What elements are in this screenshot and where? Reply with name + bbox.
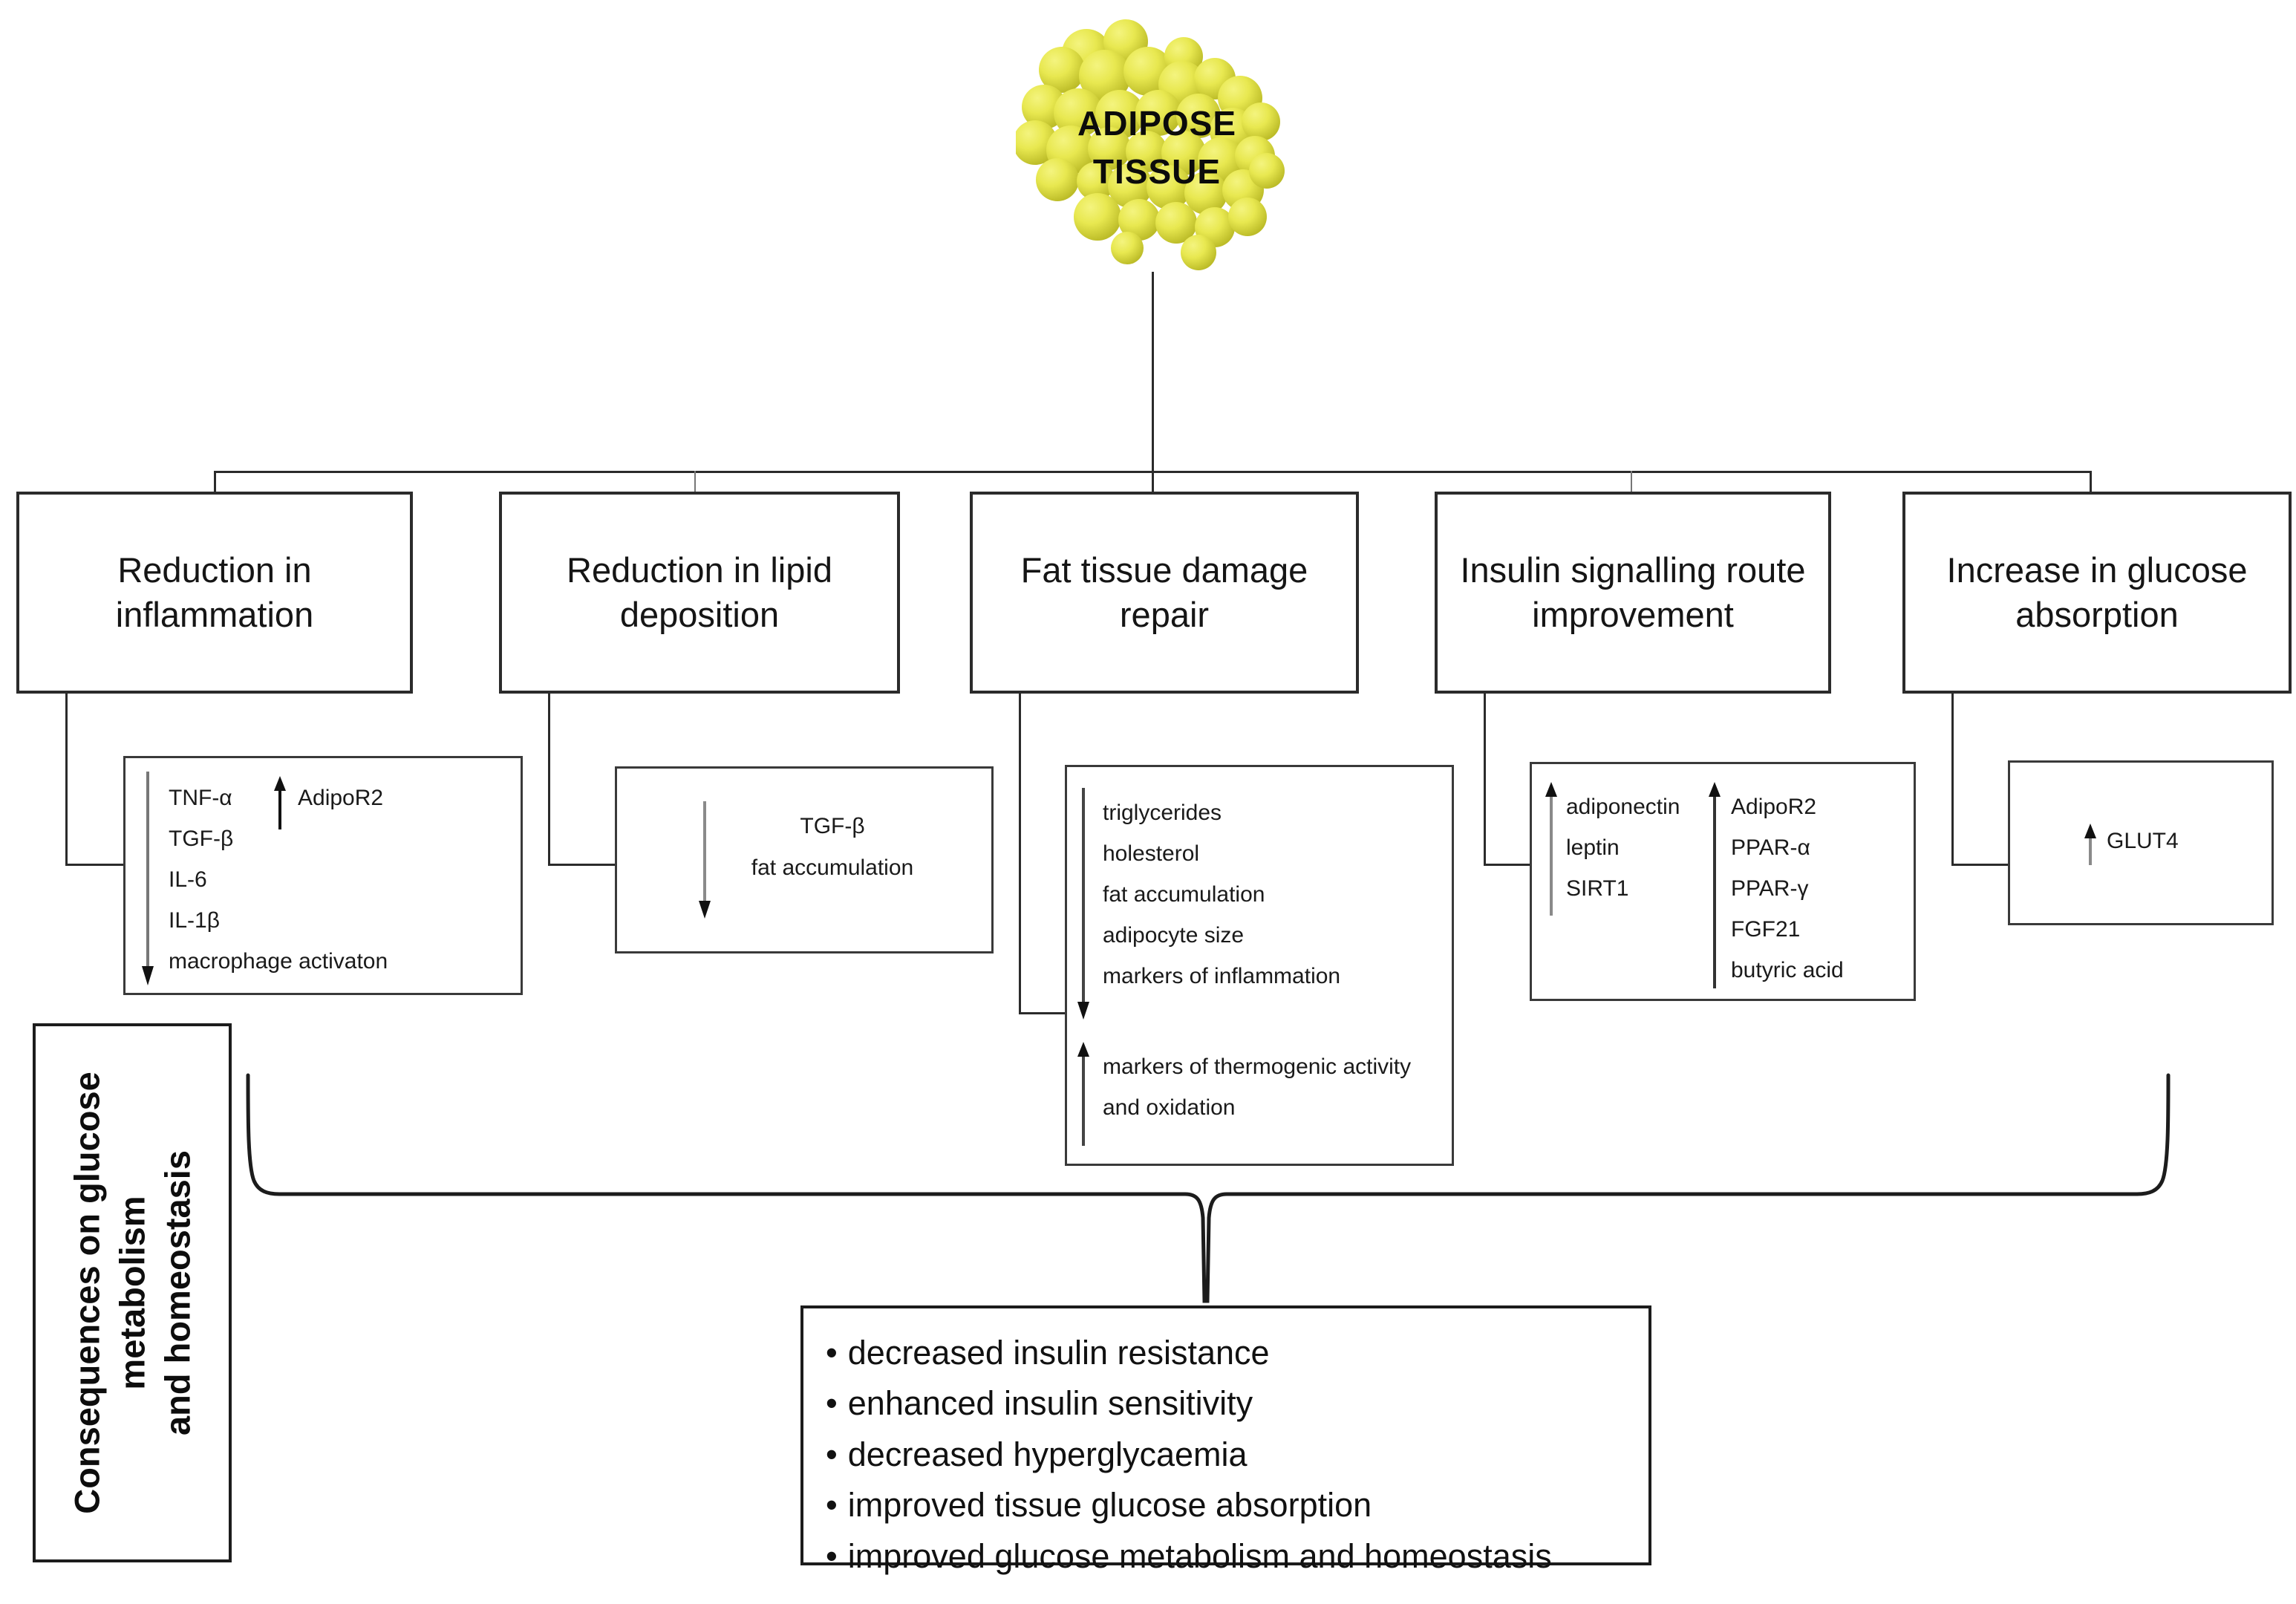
down-arrow-icon	[699, 801, 711, 919]
connector-bus-drop-5	[2090, 471, 2092, 493]
connector-elbow-h-1	[65, 864, 125, 866]
detail-item: adipocyte size	[1103, 922, 1245, 948]
detail-box-lipid-deposition[interactable]: TGF-β fat accumulation	[615, 766, 994, 953]
branch-title-lipid-l1: Reduction in lipid	[567, 550, 832, 590]
connector-elbow-h-2	[548, 864, 616, 866]
branch-title-fat-l1: Fat tissue damage	[1020, 550, 1308, 590]
outcomes-box[interactable]: decreased insulin resistance enhanced in…	[800, 1305, 1651, 1575]
branch-box-inflammation[interactable]: Reduction in inflammation	[16, 492, 413, 694]
detail-item: adiponectin	[1566, 794, 1680, 819]
detail-item: TGF-β	[800, 814, 865, 838]
branch-title-lipid-l2: deposition	[619, 595, 780, 634]
consequences-label-box: Consequences on glucose metabolism and h…	[33, 1023, 232, 1562]
detail-up-list-inflammation: AdipoR2	[298, 777, 383, 818]
outcome-item: improved tissue glucose absorption	[826, 1480, 1648, 1530]
detail-up-list-insulin-col1: adiponectin leptin SIRT1	[1566, 786, 1680, 909]
branch-title-fat-l2: repair	[1119, 595, 1210, 634]
detail-box-glucose-absorption[interactable]: GLUT4	[2008, 760, 2274, 925]
branch-title-insulin-l1: Insulin signalling route	[1460, 550, 1806, 590]
connector-elbow-v-4	[1484, 694, 1486, 865]
detail-down-list-lipid: TGF-β fat accumulation	[721, 806, 944, 889]
branch-title-inflammation: Reduction in inflammation	[19, 495, 410, 691]
connector-bus-drop-3	[1152, 471, 1154, 493]
detail-up-list-insulin-col2: AdipoR2 PPAR-α PPAR-γ FGF21 butyric acid	[1731, 786, 1844, 991]
branch-box-fat-tissue-repair[interactable]: Fat tissue damage repair	[970, 492, 1359, 694]
detail-item: PPAR-γ	[1731, 876, 1809, 901]
adipose-cells-icon	[1016, 19, 1285, 270]
branch-title-fat-repair: Fat tissue damage repair	[973, 495, 1356, 691]
consequences-label-text: Consequences on glucose metabolism and h…	[64, 1072, 200, 1513]
detail-item: TNF-α	[169, 785, 232, 810]
detail-down-list-inflammation: TNF-α TGF-β IL-6 IL-1β macrophage activa…	[169, 777, 388, 982]
detail-item: fat accumulation	[751, 855, 914, 880]
up-arrow-icon	[1545, 782, 1557, 916]
connector-elbow-v-5	[1951, 694, 1954, 865]
detail-box-fat-tissue-repair[interactable]: triglycerides holesterol fat accumulatio…	[1065, 765, 1454, 1166]
connector-elbow-v-3	[1019, 694, 1021, 1014]
connector-bus-drop-4	[1631, 471, 1632, 493]
detail-item: IL-6	[169, 867, 207, 892]
detail-item: AdipoR2	[1731, 794, 1817, 819]
connector-elbow-v-1	[65, 694, 68, 865]
adipose-tissue-node: ADIPOSE TISSUE	[1016, 18, 1298, 278]
detail-item: butyric acid	[1731, 957, 1844, 982]
down-arrow-icon	[1077, 788, 1089, 1020]
consequences-line1: Consequences on glucose	[67, 1072, 107, 1514]
down-arrow-icon	[142, 772, 154, 985]
branch-title-lipid-deposition: Reduction in lipid deposition	[502, 495, 897, 691]
detail-box-insulin-signalling[interactable]: adiponectin leptin SIRT1 AdipoR2 PPAR-α …	[1530, 762, 1916, 1001]
up-arrow-icon	[2084, 824, 2096, 865]
detail-item: SIRT1	[1566, 876, 1629, 901]
detail-item: fat accumulation	[1103, 881, 1265, 907]
connector-elbow-h-3	[1019, 1012, 1067, 1014]
connector-bus-drop-2	[694, 471, 696, 493]
detail-item: and oxidation	[1103, 1095, 1236, 1120]
outcomes-list: decreased insulin resistance enhanced in…	[803, 1308, 1648, 1582]
detail-item: markers of thermogenic activity	[1103, 1054, 1412, 1079]
connector-source-stem	[1152, 272, 1154, 472]
up-arrow-icon	[1709, 782, 1721, 988]
outcome-item: improved glucose metabolism and homeosta…	[826, 1531, 1648, 1582]
branch-title-glucose-l2: absorption	[2015, 595, 2179, 634]
branch-title-glucose-l1: Increase in glucose	[1946, 550, 2248, 590]
outcome-item: enhanced insulin sensitivity	[826, 1378, 1648, 1429]
up-arrow-icon	[1077, 1042, 1089, 1146]
up-arrow-icon	[274, 776, 286, 829]
detail-box-inflammation[interactable]: TNF-α TGF-β IL-6 IL-1β macrophage activa…	[123, 756, 523, 995]
aggregation-brace	[246, 1073, 2171, 1303]
detail-item: triglycerides	[1103, 800, 1222, 825]
branch-title-insulin-l2: improvement	[1532, 595, 1734, 634]
branch-title-insulin: Insulin signalling route improvement	[1438, 495, 1828, 691]
detail-item: holesterol	[1103, 841, 1200, 866]
branch-title-inflammation-l2: inflammation	[115, 595, 314, 634]
detail-item: IL-1β	[169, 907, 220, 933]
detail-up-list-fat: markers of thermogenic activity and oxid…	[1103, 1046, 1411, 1128]
detail-up-list-glucose: GLUT4	[2107, 821, 2179, 861]
consequences-line2: metabolism	[112, 1196, 152, 1390]
consequences-line3: and homeostasis	[157, 1150, 198, 1435]
connector-bus-drop-1	[214, 471, 216, 493]
detail-item: FGF21	[1731, 916, 1801, 942]
connector-elbow-v-2	[548, 694, 550, 865]
detail-item: AdipoR2	[298, 785, 384, 810]
detail-item: markers of inflammation	[1103, 963, 1341, 988]
branch-title-inflammation-l1: Reduction in	[117, 550, 312, 590]
outcome-item: decreased insulin resistance	[826, 1328, 1648, 1378]
connector-elbow-h-4	[1484, 864, 1531, 866]
branch-box-glucose-absorption[interactable]: Increase in glucose absorption	[1902, 492, 2292, 694]
outcome-item: decreased hyperglycaemia	[826, 1429, 1648, 1480]
detail-item: macrophage activaton	[169, 948, 388, 974]
detail-down-list-fat: triglycerides holesterol fat accumulatio…	[1103, 792, 1340, 997]
detail-item: GLUT4	[2107, 828, 2179, 853]
detail-item: leptin	[1566, 835, 1620, 860]
branch-box-insulin-signalling[interactable]: Insulin signalling route improvement	[1435, 492, 1831, 694]
detail-item: PPAR-α	[1731, 835, 1810, 860]
branch-box-lipid-deposition[interactable]: Reduction in lipid deposition	[499, 492, 900, 694]
detail-item: TGF-β	[169, 826, 234, 851]
connector-elbow-h-5	[1951, 864, 2009, 866]
branch-title-glucose: Increase in glucose absorption	[1905, 495, 2289, 691]
